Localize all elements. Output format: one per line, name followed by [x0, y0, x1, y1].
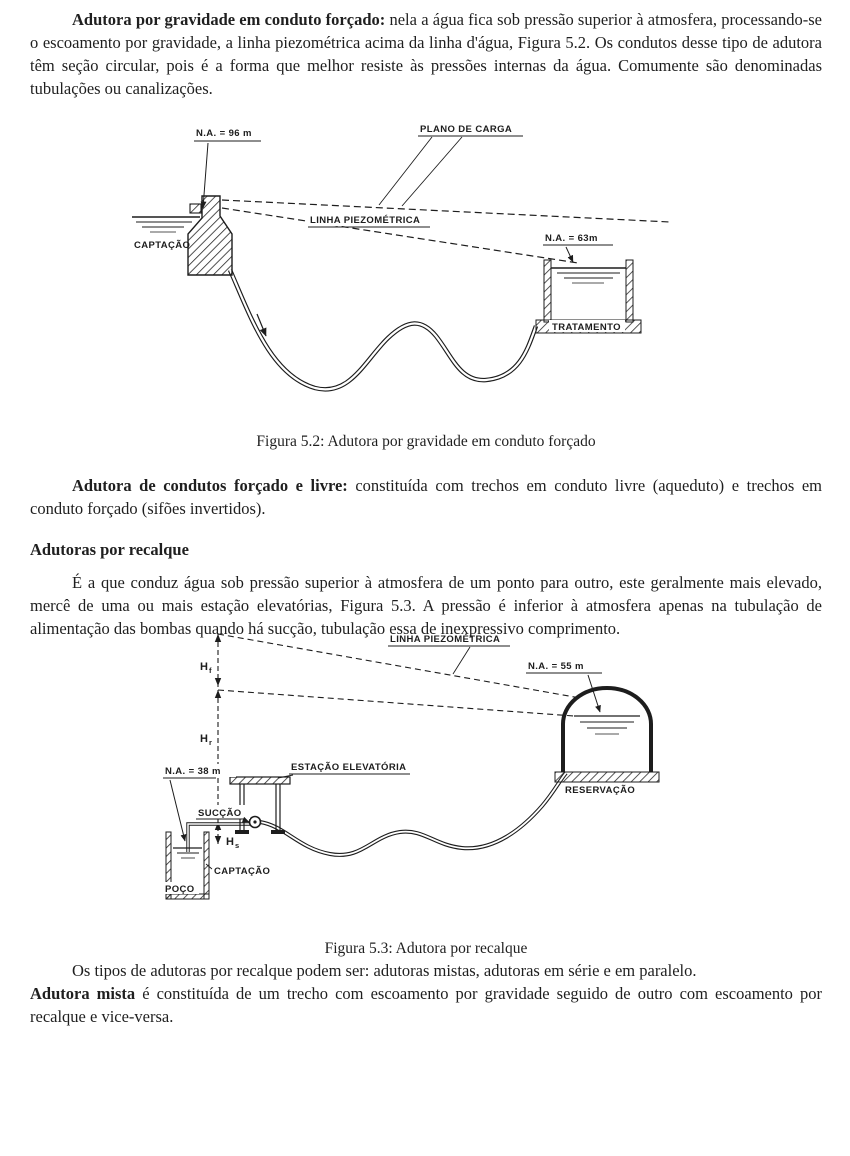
- label-backdrop: [562, 783, 644, 796]
- reservacao-annotation: RESERVAÇÃO: [562, 783, 644, 796]
- tank-water: [551, 267, 626, 284]
- linha-piezometrica-label: LINHA PIEZOMÉTRICA: [390, 634, 500, 645]
- linha-piezometrica-annotation: LINHA PIEZOMÉTRICA: [388, 634, 510, 675]
- hs-subscript: s: [235, 841, 239, 850]
- na55-label: N.A. = 55 m: [528, 661, 584, 672]
- paragraph-lead-bold: Adutora mista: [30, 984, 136, 1003]
- label-backdrop: [163, 882, 199, 894]
- dam-structure: [187, 195, 233, 276]
- reservoir-tank: [554, 686, 660, 783]
- captacao-label: CAPTAÇÃO: [214, 866, 270, 877]
- intake-well: [165, 831, 210, 900]
- hf-label: H: [200, 661, 208, 673]
- section-heading-recalque: Adutoras por recalque: [30, 540, 189, 559]
- paragraph-recalque-types: Os tipos de adutoras por recalque podem …: [72, 961, 697, 980]
- label-backdrop: [306, 212, 432, 226]
- figure-5-3: LINHA PIEZOMÉTRICA N.A. = 55 m H f H r H: [30, 626, 822, 959]
- reservoir-level-dashed-line: [217, 689, 575, 717]
- flow-arrow: [256, 313, 267, 337]
- hf-subscript: f: [209, 666, 212, 675]
- succao-label: SUCÇÃO: [198, 808, 242, 819]
- paragraph-lead-bold: Adutora por gravidade em conduto forçado…: [72, 10, 386, 29]
- figure-5-2-caption: Figura 5.2: Adutora por gravidade em con…: [256, 433, 596, 450]
- captacao-annotation: CAPTAÇÃO: [205, 863, 270, 877]
- paragraph-forced-free-conduit: Adutora de condutos forçado e livre: con…: [30, 474, 822, 520]
- paragraph-recalque-intro: É a que conduz água sob pressão superior…: [30, 573, 822, 638]
- plano-de-carga-label: PLANO DE CARGA: [420, 124, 512, 135]
- na63-annotation: N.A. = 63m: [543, 233, 613, 263]
- head-labels: H f H r H s: [200, 661, 239, 850]
- label-backdrop: [162, 764, 236, 777]
- na55-annotation: N.A. = 55 m: [526, 661, 602, 713]
- piezometric-dashed-line: [217, 633, 581, 699]
- plano-de-carga-line: [221, 199, 671, 223]
- label-backdrop: [195, 805, 250, 819]
- gravity-adductor-diagram: TRATAMENTO N.A. = 96 m PLANO DE CARGA: [132, 124, 671, 392]
- na96-label: N.A. = 96 m: [196, 128, 252, 139]
- intake-water: [132, 216, 200, 233]
- paragraph-lead-bold: Adutora de condutos forçado e livre:: [72, 476, 348, 495]
- hr-label: H: [200, 733, 208, 745]
- paragraph-gravity-conduit: Adutora por gravidade em conduto forçado…: [30, 8, 822, 100]
- estacao-label: ESTAÇÃO ELEVATÓRIA: [291, 761, 406, 773]
- label-backdrop: [549, 320, 625, 332]
- head-reference-lines: [217, 633, 581, 844]
- plano-de-carga-annotation: PLANO DE CARGA: [378, 124, 523, 207]
- na38-annotation: N.A. = 38 m: [162, 764, 236, 842]
- pumping-adductor-diagram: LINHA PIEZOMÉTRICA N.A. = 55 m H f H r H: [162, 633, 660, 900]
- paragraph-text: constituída com trechos em conduto livre…: [30, 476, 822, 518]
- na96-annotation: N.A. = 96 m: [194, 128, 261, 209]
- paragraph-text: é constituída de um trecho com escoament…: [30, 984, 822, 1026]
- na38-label: N.A. = 38 m: [165, 766, 221, 777]
- linha-piezometrica-line: [221, 207, 579, 264]
- figure-5-2-diagram: TRATAMENTO N.A. = 96 m PLANO DE CARGA: [130, 120, 750, 420]
- linha-piezometrica-annotation: LINHA PIEZOMÉTRICA: [306, 212, 432, 228]
- suction-pipe: [186, 822, 250, 852]
- dam-gate: [189, 203, 202, 214]
- na63-label: N.A. = 63m: [545, 233, 598, 244]
- station-platform: [229, 776, 291, 785]
- tratamento-label: TRATAMENTO: [552, 322, 621, 333]
- estacao-annotation: ESTAÇÃO ELEVATÓRIA: [277, 761, 410, 779]
- figure-5-3-diagram: LINHA PIEZOMÉTRICA N.A. = 55 m H f H r H: [150, 626, 750, 931]
- paragraph-adutora-mista: Adutora mista é constituída de um trecho…: [30, 982, 822, 1028]
- discharge-pipeline: [259, 771, 568, 857]
- document-page: Adutora por gravidade em conduto forçado…: [30, 8, 822, 1028]
- figure-5-2: TRATAMENTO N.A. = 96 m PLANO DE CARGA: [30, 120, 822, 452]
- hs-label: H: [226, 836, 234, 848]
- poco-label: POÇO: [165, 884, 195, 895]
- linha-piezometrica-label: LINHA PIEZOMÉTRICA: [310, 215, 420, 226]
- paragraph-text: nela a água fica sob pressão superior à …: [30, 10, 822, 98]
- hr-subscript: r: [209, 738, 212, 747]
- poco-annotation: POÇO: [163, 882, 199, 895]
- reservoir-water: [574, 715, 640, 735]
- reservacao-label: RESERVAÇÃO: [565, 785, 635, 796]
- captacao-label: CAPTAÇÃO: [134, 240, 190, 251]
- well-water: [173, 847, 202, 859]
- succao-annotation: SUCÇÃO: [195, 805, 250, 823]
- treatment-tank: TRATAMENTO: [535, 259, 642, 334]
- figure-5-3-caption: Figura 5.3: Adutora por recalque: [324, 940, 528, 957]
- pipeline-profile: [227, 269, 539, 392]
